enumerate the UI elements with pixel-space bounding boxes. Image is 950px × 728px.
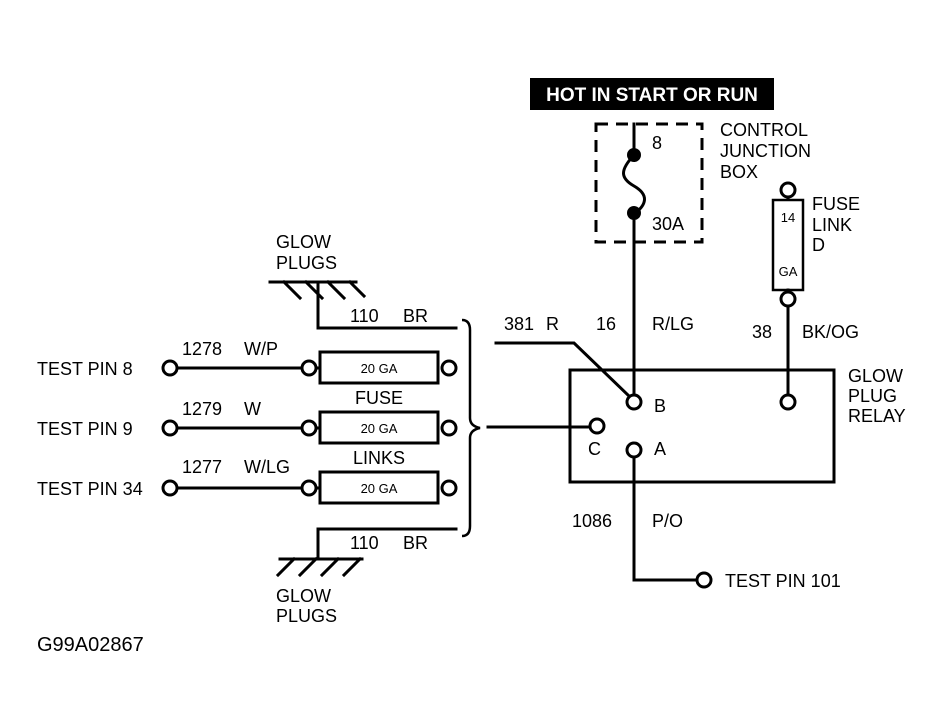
wire-1277-color: W/LG: [244, 457, 290, 477]
fuse-link-d-label-line2: LINK: [812, 215, 852, 235]
relay-label-line3: RELAY: [848, 406, 906, 426]
test-pin-9-label: TEST PIN 9: [37, 419, 133, 439]
wire-38-bkog: 38 BK/OG: [752, 304, 859, 397]
fuse-links-label-bottom: LINKS: [353, 448, 405, 468]
relay-label-line2: PLUG: [848, 386, 897, 406]
fuse-link-d-gauge-top: 14: [781, 210, 795, 225]
wire-1279-color: W: [244, 399, 261, 419]
wire-110-top-circuit: 110: [350, 306, 379, 326]
fuse-rating-label: 30A: [652, 214, 684, 234]
control-junction-box: 8 30A CONTROL JUNCTION BOX: [594, 120, 811, 244]
fuse-link-3-gauge: 20 GA: [361, 481, 398, 496]
wire-110-bottom-color: BR: [403, 533, 428, 553]
relay-terminal-a: [625, 441, 643, 459]
glow-plugs-top: GLOW PLUGS 110 BR: [268, 232, 458, 330]
test-pin-34-label: TEST PIN 34: [37, 479, 143, 499]
junction-box-label-line1: CONTROL: [720, 120, 808, 140]
fuse-link-row-test-pin-9: 20 GA TEST PIN 9 1279 W: [37, 399, 458, 445]
fuse-link-row-test-pin-8: 20 GA TEST PIN 8 1278 W/P: [37, 339, 458, 385]
wire-16-color: R/LG: [652, 314, 694, 334]
relay-terminal-ign: [779, 393, 797, 411]
wire-1278-color: W/P: [244, 339, 278, 359]
wire-381-circuit: 381: [504, 314, 534, 334]
wire-1086-po: 1086 P/O TEST PIN 101: [572, 455, 841, 591]
fuse-top-pin-label: 8: [652, 133, 662, 153]
glow-plugs-bottom: 110 BR GLOW PLUGS: [275, 527, 458, 626]
relay-label-line1: GLOW: [848, 366, 903, 386]
wire-381-r: 381 R: [494, 314, 632, 399]
wire-110-top-color: BR: [403, 306, 428, 326]
glow-plugs-bottom-label-line1: GLOW: [276, 586, 331, 606]
test-pin-101-label: TEST PIN 101: [725, 571, 841, 591]
wire-38-color: BK/OG: [802, 322, 859, 342]
wire-1279-circuit: 1279: [182, 399, 222, 419]
hot-in-start-or-run-banner: HOT IN START OR RUN: [530, 78, 774, 110]
relay-terminal-c-label: C: [588, 439, 601, 459]
glow-plug-relay: B C A GLOW PLUG RELAY: [568, 366, 906, 484]
fuse-link-d-label-line1: FUSE: [812, 194, 860, 214]
relay-terminal-c: [588, 417, 606, 435]
glow-plugs-top-label-line1: GLOW: [276, 232, 331, 252]
glow-plugs-top-label-line2: PLUGS: [276, 253, 337, 273]
glow-plugs-bottom-label-line2: PLUGS: [276, 606, 337, 626]
junction-box-label-line3: BOX: [720, 162, 758, 182]
relay-terminal-a-label: A: [654, 439, 666, 459]
wire-1277-circuit: 1277: [182, 457, 222, 477]
relay-terminal-b: [625, 393, 643, 411]
test-pin-8-label: TEST PIN 8: [37, 359, 133, 379]
wire-1086-circuit: 1086: [572, 511, 612, 531]
wire-110-bottom-circuit: 110: [350, 533, 379, 553]
fuse-link-row-test-pin-34: 20 GA TEST PIN 34 1277 W/LG: [37, 457, 458, 505]
fuse-link-d: 14 GA FUSE LINK D: [771, 181, 860, 308]
wire-1086-color: P/O: [652, 511, 683, 531]
wire-381-color: R: [546, 314, 559, 334]
wire-1278-circuit: 1278: [182, 339, 222, 359]
fuse-links-label-top: FUSE: [355, 388, 403, 408]
fuse-link-2-gauge: 20 GA: [361, 421, 398, 436]
fuse-link-1-gauge: 20 GA: [361, 361, 398, 376]
relay-terminal-b-label: B: [654, 396, 666, 416]
banner-text: HOT IN START OR RUN: [546, 85, 758, 106]
fuse-link-d-label-line3: D: [812, 235, 825, 255]
wire-16-circuit: 16: [596, 314, 616, 334]
wire-38-circuit: 38: [752, 322, 772, 342]
figure-id: G99A02867: [37, 634, 144, 656]
fuse-link-d-gauge-bottom: GA: [779, 264, 798, 279]
wire-16-rlg: 16 R/LG: [596, 240, 694, 397]
junction-box-label-line2: JUNCTION: [720, 141, 811, 161]
fuse-links-brace: [461, 318, 592, 538]
